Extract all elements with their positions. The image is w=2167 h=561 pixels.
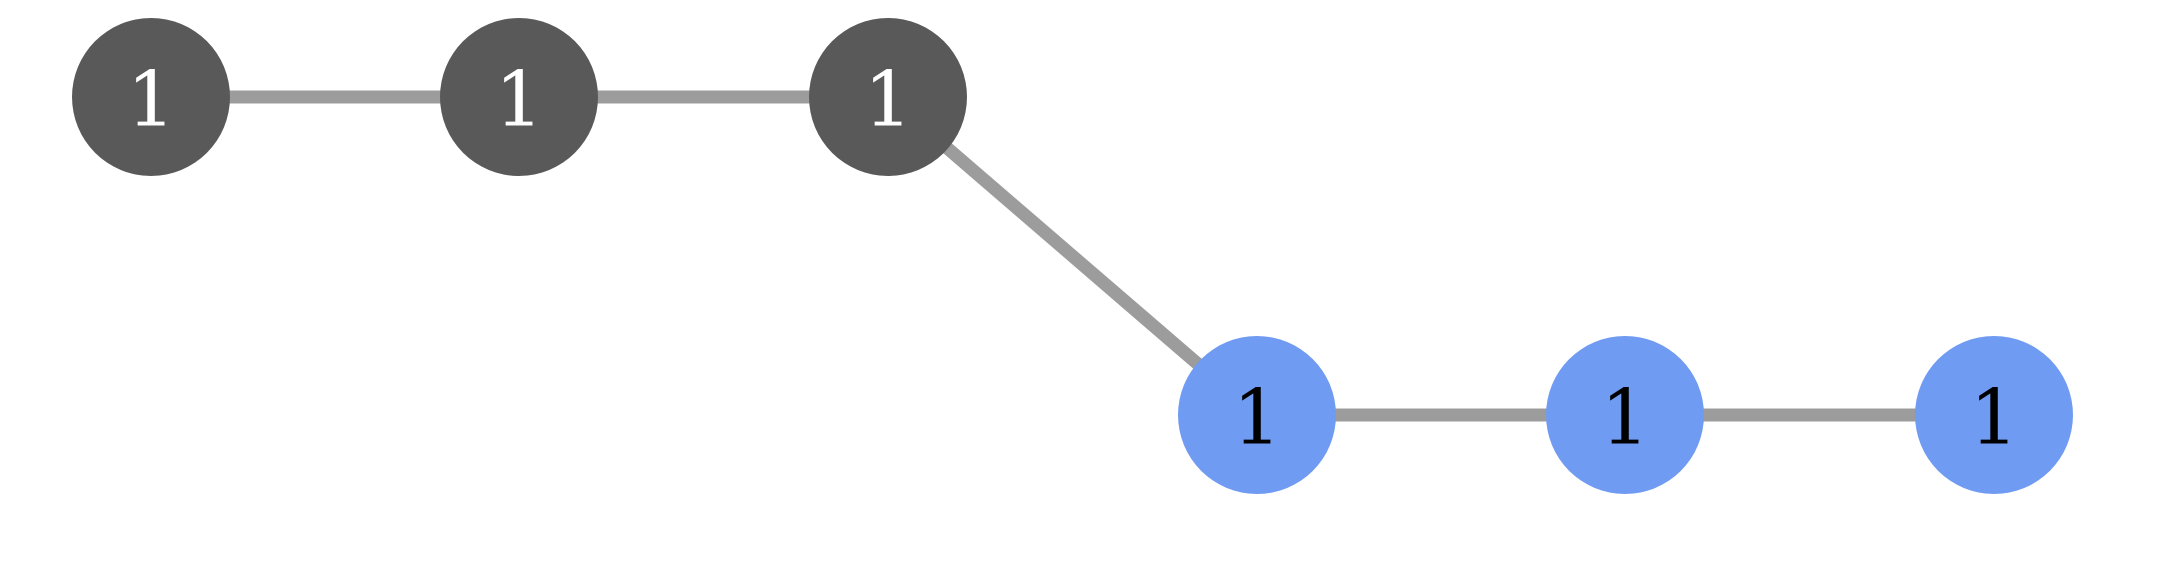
node-circle[interactable] (1915, 336, 2073, 494)
node-label: 1 (864, 55, 912, 144)
node-circle[interactable] (809, 18, 967, 176)
node-layer: 1 1 1 1 1 1 (72, 18, 2073, 494)
node-label: 1 (1233, 373, 1281, 462)
node-circle[interactable] (1546, 336, 1704, 494)
node-circle[interactable] (1178, 336, 1336, 494)
graph-node[interactable]: 1 (1546, 336, 1704, 494)
node-label: 1 (127, 55, 175, 144)
graph-node[interactable]: 1 (1915, 336, 2073, 494)
graph-node[interactable]: 1 (809, 18, 967, 176)
node-circle[interactable] (72, 18, 230, 176)
graph-edge[interactable] (883, 92, 1262, 420)
node-label: 1 (495, 55, 543, 144)
graph-node[interactable]: 1 (440, 18, 598, 176)
node-label: 1 (1970, 373, 2018, 462)
node-circle[interactable] (440, 18, 598, 176)
graph-node[interactable]: 1 (1178, 336, 1336, 494)
edge-layer (151, 90, 1994, 422)
graph-node[interactable]: 1 (72, 18, 230, 176)
node-label: 1 (1601, 373, 1649, 462)
